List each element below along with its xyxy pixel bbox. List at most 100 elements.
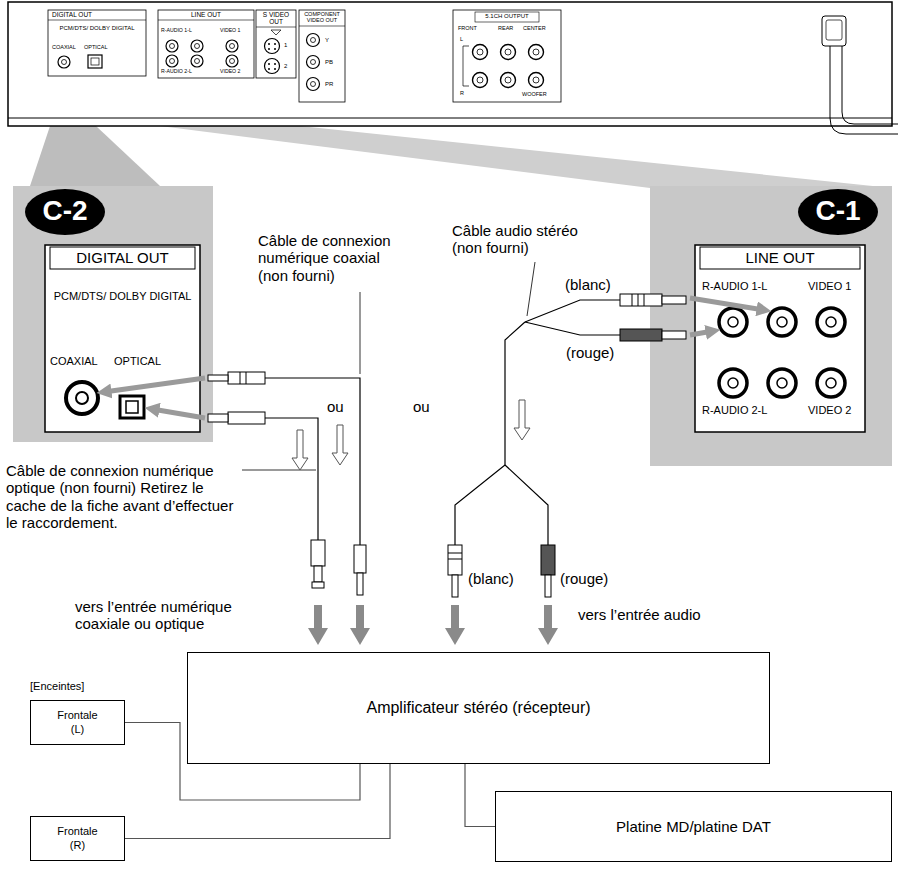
illustration-part: [650, 186, 892, 466]
illustration-part: [505, 77, 511, 83]
illustration-part: [545, 575, 551, 597]
illustration-part: [700, 247, 860, 269]
annotation-text: vers l’entrée numérique coaxiale ou opti…: [75, 598, 265, 633]
illustration-part: [473, 73, 488, 88]
illustration-part: [126, 401, 138, 413]
illustration-part: [48, 20, 146, 21]
optical-plug: [208, 412, 265, 424]
panel-label: FRONT: [458, 25, 477, 31]
illustration-part: [527, 262, 535, 316]
illustration-part: [48, 10, 146, 76]
illustration-part: [256, 27, 296, 28]
illustration-part: [226, 55, 238, 67]
illustration-part: [274, 68, 276, 70]
illustration-part: [25, 189, 105, 235]
coaxial-plug: [208, 372, 265, 384]
zoom-wedge: [30, 126, 160, 186]
illustration-part: [314, 566, 322, 582]
illustration-part: [208, 375, 228, 381]
box-text: Amplificateur stéréo (récepteur): [366, 698, 590, 717]
panel-label: REAR: [498, 25, 513, 31]
white-plug: [620, 294, 686, 306]
annotation-text: ou: [413, 398, 430, 415]
illustration-part: [525, 322, 620, 335]
illustration-part: [477, 49, 483, 55]
illustration-part: [208, 414, 228, 422]
zoom-wedge: [160, 126, 892, 188]
annotation-text: [Enceintes]: [30, 680, 84, 693]
illustration-part: [308, 605, 328, 645]
illustration-part: [88, 55, 102, 68]
illustration-part: [768, 369, 796, 397]
illustration-part: [638, 294, 639, 306]
callout-number: C-2: [25, 195, 105, 227]
illustration-part: [463, 46, 469, 86]
annotation-text: (blanc): [565, 276, 611, 293]
box-text: Frontale (L): [53, 709, 103, 735]
speaker-wire: [125, 764, 390, 839]
illustration-part: [719, 308, 747, 336]
illustration-part: [299, 10, 345, 102]
panel-label: OPTICAL: [84, 44, 108, 50]
illustration-part: [695, 245, 865, 432]
illustration-part: [307, 34, 320, 47]
panel-label: 5.1CH OUTPUT: [475, 13, 539, 20]
illustration-part: [13, 186, 213, 442]
panel-label: 2: [284, 63, 287, 70]
illustration-part: [311, 38, 316, 43]
illustration-part: [473, 45, 488, 60]
panel-label: VIDEO 1: [220, 28, 240, 34]
illustration-part: [662, 296, 686, 304]
illustration-part: [529, 45, 544, 60]
annotation-text: vers l’entrée audio: [578, 606, 701, 623]
illustration-part: [826, 378, 836, 388]
illustration-part: [195, 59, 200, 64]
illustration-part: [268, 48, 270, 50]
illustration-part: [50, 247, 195, 269]
illustration-part: [777, 378, 787, 388]
insert-arrow: [690, 298, 764, 310]
illustration-part: [448, 553, 462, 554]
illustration-part: [158, 20, 254, 21]
panel-label: COAXIAL: [52, 44, 76, 50]
panel-label: PCM/DTS/ DOLBY DIGITAL: [50, 25, 144, 32]
panel-label: R-AUDIO 1-L: [161, 28, 192, 34]
illustration-part: [332, 425, 348, 465]
illustration-part: [719, 308, 845, 397]
illustration-part: [505, 465, 548, 545]
illustration-part: [66, 382, 98, 414]
illustration-part: [166, 55, 178, 67]
illustration-part: [501, 45, 516, 60]
digital-out-zoom: [13, 186, 213, 442]
panel-label: COMPONENT VIDEO OUT: [300, 11, 344, 24]
illustration-part: [268, 43, 276, 70]
illustration-part: [448, 545, 462, 575]
panel-label: PB: [325, 59, 333, 66]
illustration-part: [191, 55, 203, 67]
illustration-part: [826, 317, 836, 327]
box-text: Frontale (R): [53, 825, 103, 851]
annotation-text: Câble de connexion numérique coaxial (no…: [258, 232, 408, 284]
illustration-part: [445, 605, 465, 645]
illustration-part: [533, 49, 539, 55]
illustration-part: [448, 559, 462, 560]
illustration-part: [226, 40, 238, 52]
speaker-box: Frontale (L): [30, 700, 125, 745]
panel-label: PR: [325, 81, 333, 88]
insert-arrow: [690, 331, 713, 335]
panel-label: L: [460, 36, 463, 42]
panel-label: R-AUDIO 2-L: [161, 69, 192, 75]
panel-label: Y: [325, 37, 329, 44]
illustration-part: [166, 40, 178, 52]
illustration-part: [8, 2, 892, 126]
illustration-part: [274, 63, 276, 65]
illustration-part: [271, 30, 281, 35]
panel-label: CENTER: [523, 25, 546, 31]
panel-label: 1: [284, 42, 287, 49]
annotation-text: ou: [327, 398, 344, 415]
illustration-part: [822, 16, 846, 46]
illustration-part: [350, 605, 370, 645]
illustration-part: [452, 575, 458, 597]
illustration-part: [777, 317, 787, 327]
illustration-part: [533, 77, 539, 83]
